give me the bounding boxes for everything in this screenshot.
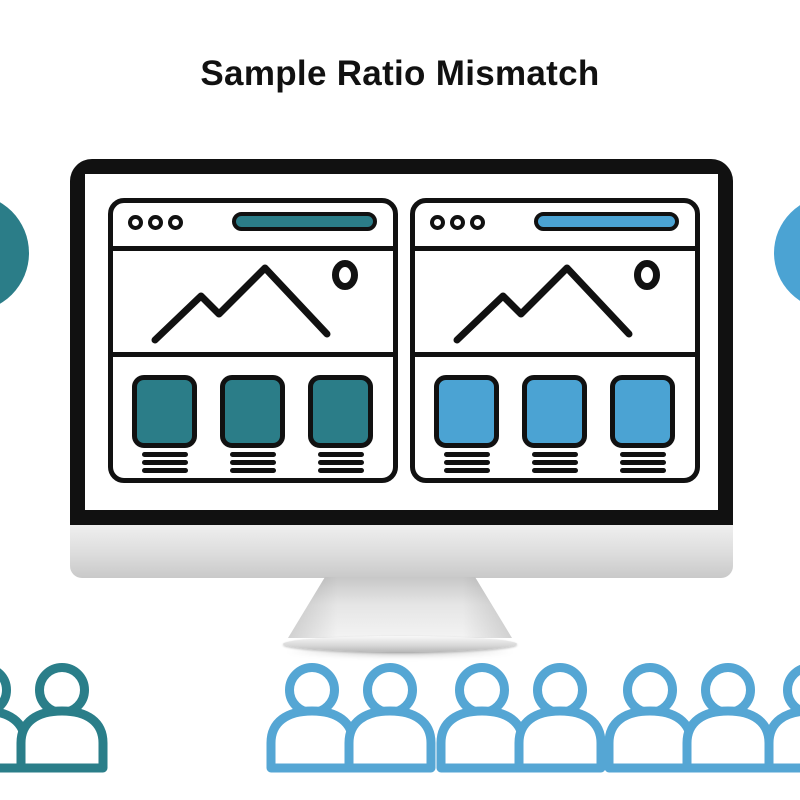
card-item [610, 375, 675, 478]
card-item [132, 375, 197, 478]
address-bar [232, 212, 377, 231]
person-icon [514, 663, 606, 773]
card-text-lines [141, 452, 188, 473]
window-control-dot-icon [148, 215, 163, 230]
text-line [619, 452, 666, 457]
person-icon [514, 663, 606, 773]
browser-window-variant-a [108, 198, 398, 483]
text-line [317, 452, 364, 457]
window-control-dot-icon [430, 215, 445, 230]
text-line [229, 468, 276, 473]
audience-group-right [0, 663, 800, 775]
browser-titlebar [415, 203, 695, 251]
card-text-lines [317, 452, 364, 473]
hero-image-area [113, 251, 393, 357]
person-icon [16, 663, 108, 773]
content-card [220, 375, 285, 448]
text-line [443, 452, 490, 457]
person-icon [436, 663, 528, 773]
text-line [141, 452, 188, 457]
person-icon [682, 663, 774, 773]
person-icon [682, 663, 774, 773]
person-icon [344, 663, 436, 773]
text-line [229, 460, 276, 465]
card-section [415, 357, 695, 478]
person-icon [436, 663, 528, 773]
text-line [531, 452, 578, 457]
monitor-stand-neck [288, 577, 512, 638]
window-control-dot-icon [450, 215, 465, 230]
monitor-stand-base [283, 636, 517, 652]
card-item [522, 375, 587, 478]
address-bar [534, 212, 679, 231]
monitor-chin [70, 525, 733, 578]
content-card [434, 375, 499, 448]
text-line [317, 468, 364, 473]
card-text-lines [531, 452, 578, 473]
text-line [141, 468, 188, 473]
card-item [308, 375, 373, 478]
window-control-dot-icon [168, 215, 183, 230]
text-line [443, 468, 490, 473]
text-line [317, 460, 364, 465]
text-line [531, 468, 578, 473]
card-text-lines [443, 452, 490, 473]
text-line [531, 460, 578, 465]
card-section [113, 357, 393, 478]
content-card [308, 375, 373, 448]
person-icon [16, 663, 108, 773]
hero-image-area [415, 251, 695, 357]
window-control-dot-icon [470, 215, 485, 230]
person-icon [764, 664, 800, 773]
image-placeholder-icon [151, 260, 358, 344]
page-title: Sample Ratio Mismatch [200, 54, 600, 93]
text-line [619, 468, 666, 473]
right-accent-circle [774, 196, 800, 310]
left-accent-circle [0, 194, 29, 312]
text-line [141, 460, 188, 465]
window-control-dot-icon [128, 215, 143, 230]
text-line [229, 452, 276, 457]
person-icon [764, 663, 800, 773]
browser-window-variant-b [410, 198, 700, 483]
audience-group-left [0, 663, 800, 775]
content-card [610, 375, 675, 448]
card-text-lines [619, 452, 666, 473]
image-placeholder-icon [453, 260, 660, 344]
text-line [443, 460, 490, 465]
card-text-lines [229, 452, 276, 473]
card-item [220, 375, 285, 478]
card-item [434, 375, 499, 478]
person-icon [344, 663, 436, 773]
text-line [619, 460, 666, 465]
content-card [132, 375, 197, 448]
content-card [522, 375, 587, 448]
browser-titlebar [113, 203, 393, 251]
